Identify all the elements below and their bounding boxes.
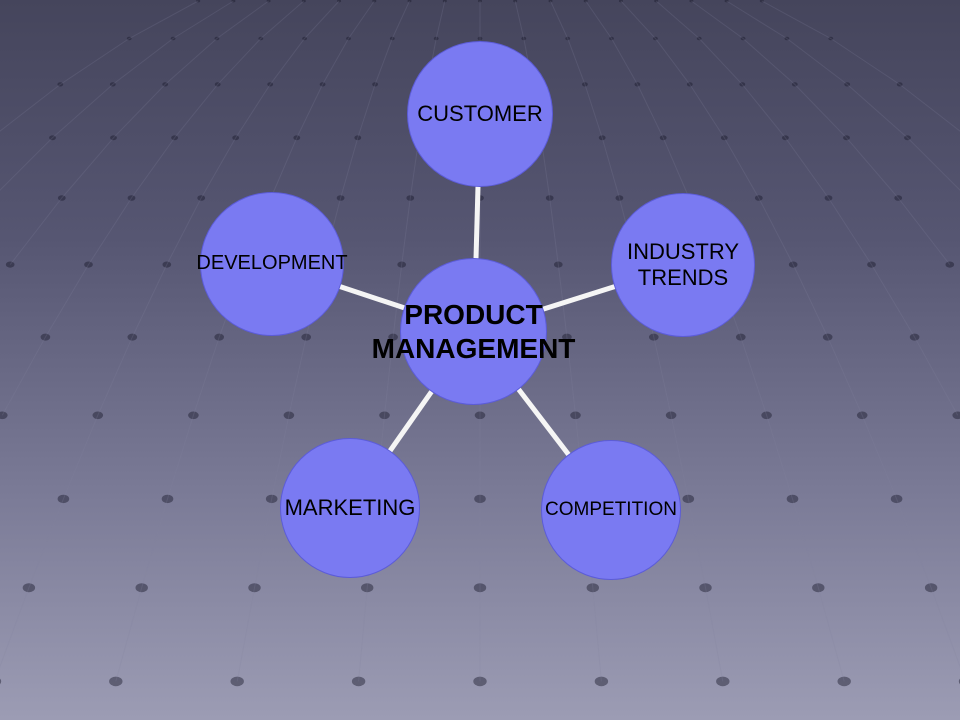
node-customer-label: CUSTOMER <box>417 101 543 127</box>
node-customer: CUSTOMER <box>407 41 553 187</box>
node-industry-trends-label: INDUSTRY TRENDS <box>626 239 740 290</box>
node-marketing: MARKETING <box>280 438 420 578</box>
node-development: DEVELOPMENT <box>196 192 348 336</box>
node-product-management: PRODUCT MANAGEMENT <box>372 258 575 405</box>
node-development-label: DEVELOPMENT <box>196 252 348 275</box>
node-competition: COMPETITION <box>541 440 681 580</box>
node-competition-label: COMPETITION <box>545 498 677 520</box>
node-industry-trends: INDUSTRY TRENDS <box>611 193 755 337</box>
node-product-management-label: PRODUCT MANAGEMENT <box>371 299 576 364</box>
node-marketing-label: MARKETING <box>284 495 416 521</box>
